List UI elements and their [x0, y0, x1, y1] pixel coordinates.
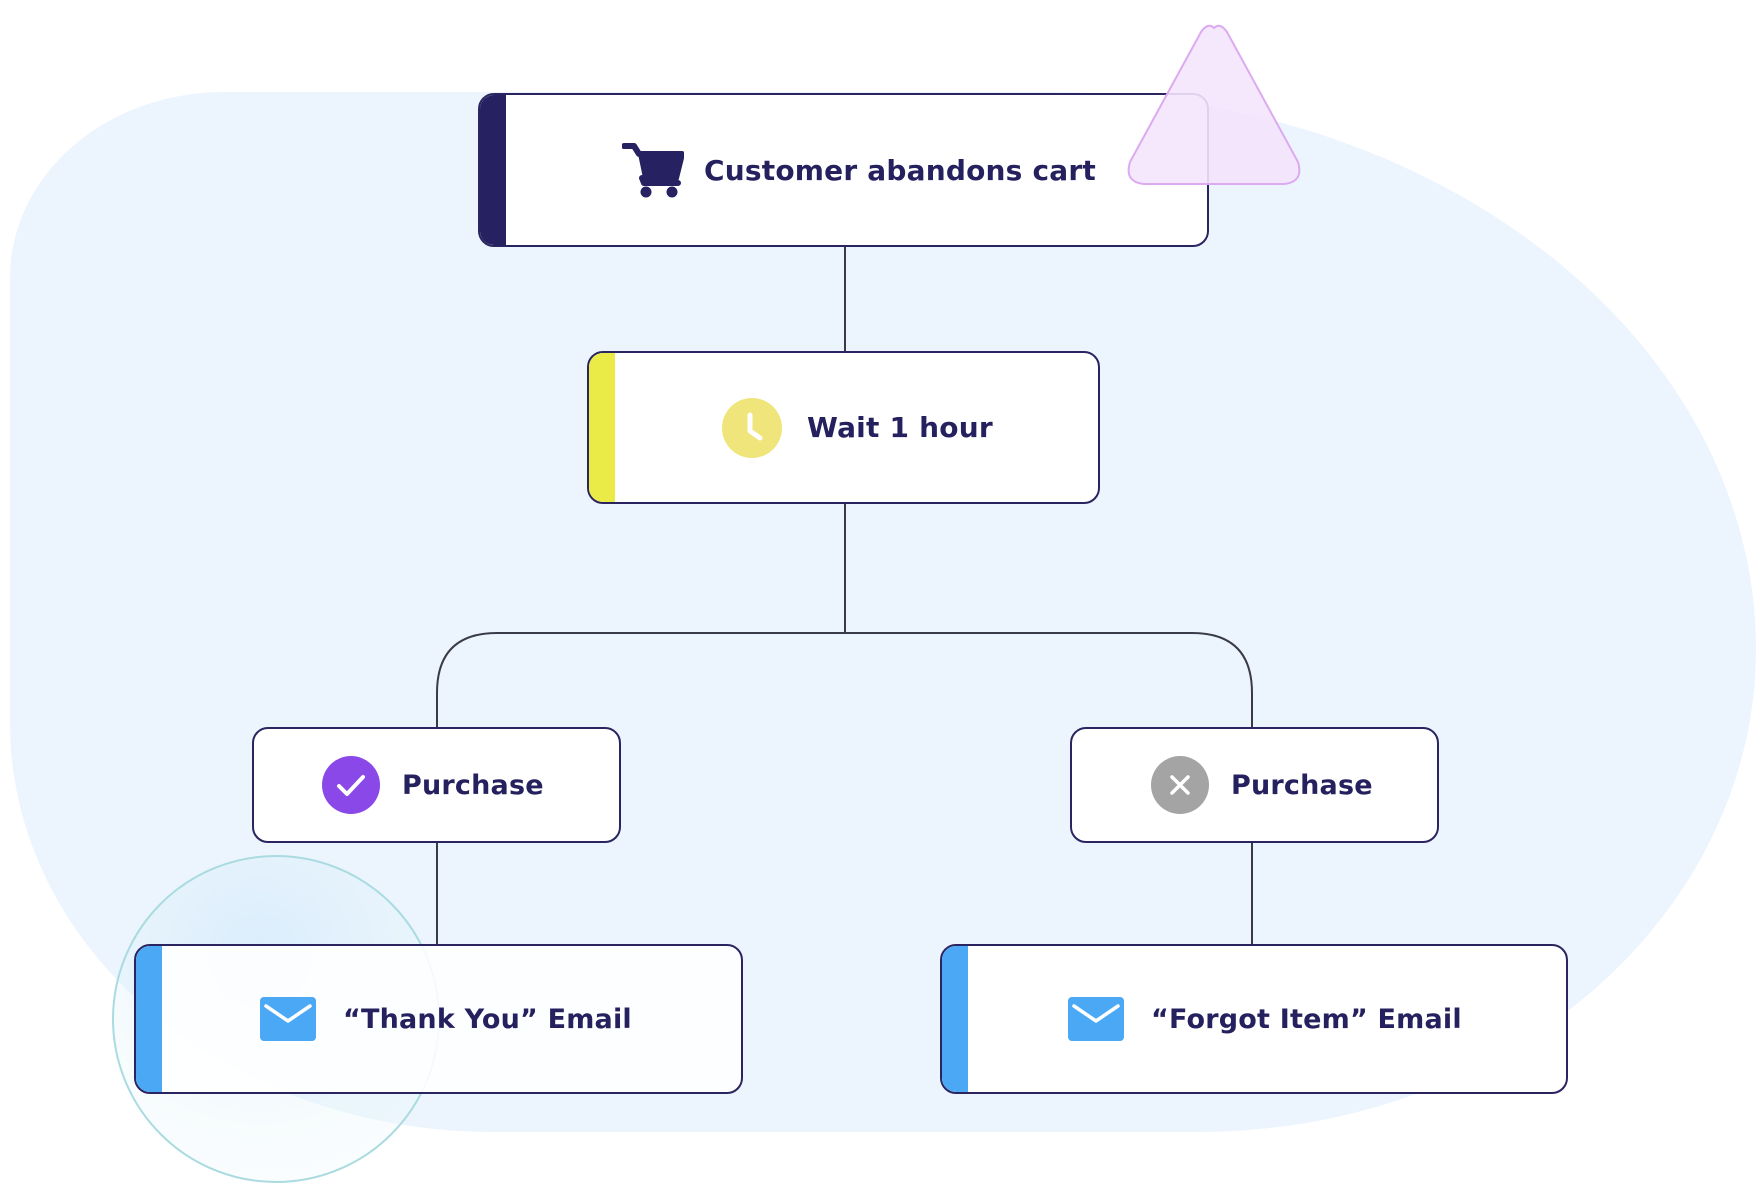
- node-wait-accent: [589, 353, 615, 502]
- clock-icon: [722, 397, 782, 458]
- node-email-forgot-item-accent: [942, 946, 968, 1092]
- envelope-icon: [260, 997, 316, 1041]
- node-email-thank-you-accent: [136, 946, 162, 1092]
- node-wait[interactable]: Wait 1 hour: [587, 351, 1100, 504]
- node-trigger-accent: [480, 95, 506, 245]
- node-email-forgot-item[interactable]: “Forgot Item” Email: [940, 944, 1568, 1094]
- decorative-triangle: [1127, 24, 1301, 185]
- node-purchase-yes-label: Purchase: [402, 769, 544, 801]
- node-wait-label: Wait 1 hour: [807, 411, 993, 444]
- node-trigger[interactable]: Customer abandons cart: [478, 93, 1209, 247]
- check-circle-icon: [322, 756, 380, 814]
- envelope-icon: [1068, 997, 1124, 1041]
- node-purchase-yes[interactable]: Purchase: [252, 727, 621, 843]
- node-purchase-no[interactable]: Purchase: [1070, 727, 1439, 843]
- node-email-thank-you-label: “Thank You” Email: [343, 1003, 632, 1035]
- node-purchase-no-label: Purchase: [1231, 769, 1373, 801]
- node-trigger-label: Customer abandons cart: [704, 153, 1096, 187]
- node-email-thank-you[interactable]: “Thank You” Email: [134, 944, 743, 1094]
- x-circle-icon: [1151, 756, 1209, 814]
- node-email-forgot-item-label: “Forgot Item” Email: [1151, 1003, 1462, 1035]
- shopping-cart-icon: [622, 143, 684, 198]
- connector-branch-split: [436, 632, 1253, 728]
